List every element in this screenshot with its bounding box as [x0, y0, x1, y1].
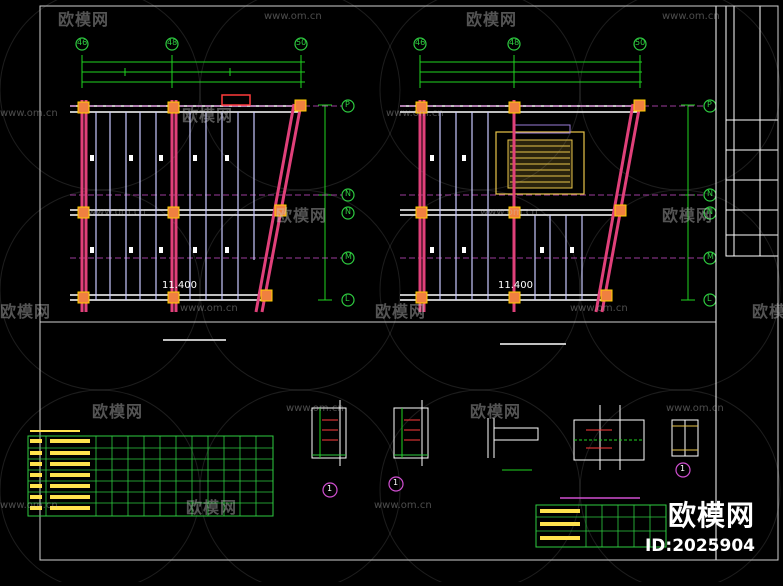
right-axis-label-50: 50 — [635, 38, 646, 47]
right-axis-label-p: P — [707, 100, 712, 109]
right-floor-plan — [400, 37, 717, 345]
title-block — [715, 5, 779, 560]
watermark-url-2: www.om.cn — [662, 11, 720, 22]
left-axis-label-46: 46 — [77, 38, 88, 47]
watermark-url-7: www.om.cn — [180, 303, 238, 314]
watermark-url-12: www.om.cn — [374, 500, 432, 511]
watermark-circle — [579, 0, 781, 191]
watermark-url-10: www.om.cn — [666, 403, 724, 414]
watermark-circle — [579, 389, 781, 586]
left-axis-label-l: L — [345, 294, 350, 303]
right-axis-bubbles-top — [413, 37, 647, 51]
right-axis-label-l: L — [707, 294, 712, 303]
watermark-circle — [199, 0, 401, 191]
brand-id: ID:2025904 — [644, 536, 755, 556]
left-red-highlight — [221, 94, 251, 106]
detail-markers — [322, 462, 691, 498]
watermark-brand-1: 欧模网 — [58, 10, 110, 29]
right-white-blocks — [430, 155, 574, 253]
stair-opening — [495, 124, 585, 195]
watermark-brand-8: 欧模网 — [752, 302, 783, 321]
watermark-brand-2: 欧模网 — [466, 10, 518, 29]
detail-marker-2: 1 — [393, 478, 399, 487]
member-table-right — [535, 497, 667, 548]
left-dimension-lines — [81, 55, 332, 301]
right-axis-label-m: M — [707, 252, 714, 261]
left-vertical-joists — [95, 112, 255, 300]
watermark-brand-3: 欧模网 — [182, 106, 234, 125]
detail-red-welds — [322, 419, 612, 449]
watermark-url-1: www.om.cn — [264, 11, 322, 22]
watermark-url-5: www.om.cn — [88, 207, 146, 218]
left-axis-label-48: 48 — [167, 38, 178, 47]
left-axis-label-m: M — [345, 252, 352, 261]
watermark-url-9: www.om.cn — [286, 403, 344, 414]
left-axis-label-p: P — [345, 100, 350, 109]
right-axis-label-48: 48 — [509, 38, 520, 47]
detail-marker-1: 1 — [327, 484, 333, 493]
watermark-circle — [579, 189, 781, 391]
left-white-blocks — [90, 155, 229, 253]
watermark-circle — [0, 0, 201, 191]
watermark-circle — [199, 389, 401, 586]
watermark-circle — [0, 389, 201, 586]
watermark-brand-5: 欧模网 — [662, 206, 714, 225]
watermark-brand-4: 欧模网 — [276, 206, 328, 225]
left-column-nodes — [77, 99, 307, 304]
left-axis-label-n1: N — [345, 189, 351, 198]
watermark-url-4: www.om.cn — [386, 108, 444, 119]
left-axis-bubbles-right — [341, 99, 355, 307]
right-column-nodes — [415, 99, 646, 304]
left-floor-plan — [70, 37, 355, 341]
watermark-circle — [199, 189, 401, 391]
right-axis-dashed — [400, 105, 704, 259]
watermark-url-8: www.om.cn — [570, 303, 628, 314]
watermark-brand-9: 欧模网 — [92, 402, 144, 421]
right-level-label: 11.400 — [498, 280, 533, 291]
detail-sections — [311, 400, 699, 471]
watermark-url-11: www.om.cn — [0, 500, 58, 511]
detail-marker-3: 1 — [680, 464, 686, 473]
left-level-label: 11.400 — [162, 280, 197, 291]
watermark-circle — [0, 189, 201, 391]
left-axis-bubbles-top — [75, 37, 308, 51]
watermark-circle — [379, 189, 581, 391]
right-axis-label-n2: N — [707, 207, 713, 216]
right-axis-label-n1: N — [707, 189, 713, 198]
brand-logo-text: 欧模网 — [667, 499, 755, 532]
member-table-left — [27, 430, 274, 517]
watermark-url-3: www.om.cn — [0, 108, 58, 119]
watermark-url-6: www.om.cn — [480, 207, 538, 218]
watermark-circle — [379, 389, 581, 586]
watermark-brand-6: 欧模网 — [0, 302, 52, 321]
watermark-brand-7: 欧模网 — [375, 302, 427, 321]
right-axis-label-46: 46 — [415, 38, 426, 47]
left-axis-label-50: 50 — [296, 38, 307, 47]
left-horizontal-beams — [70, 105, 300, 301]
watermark-circle — [379, 0, 581, 191]
left-axis-label-n2: N — [345, 207, 351, 216]
right-vertical-joists — [439, 112, 583, 300]
drawing-frame — [39, 5, 779, 561]
watermark-brand-10: 欧模网 — [470, 402, 522, 421]
watermark-brand-11: 欧模网 — [186, 498, 238, 517]
